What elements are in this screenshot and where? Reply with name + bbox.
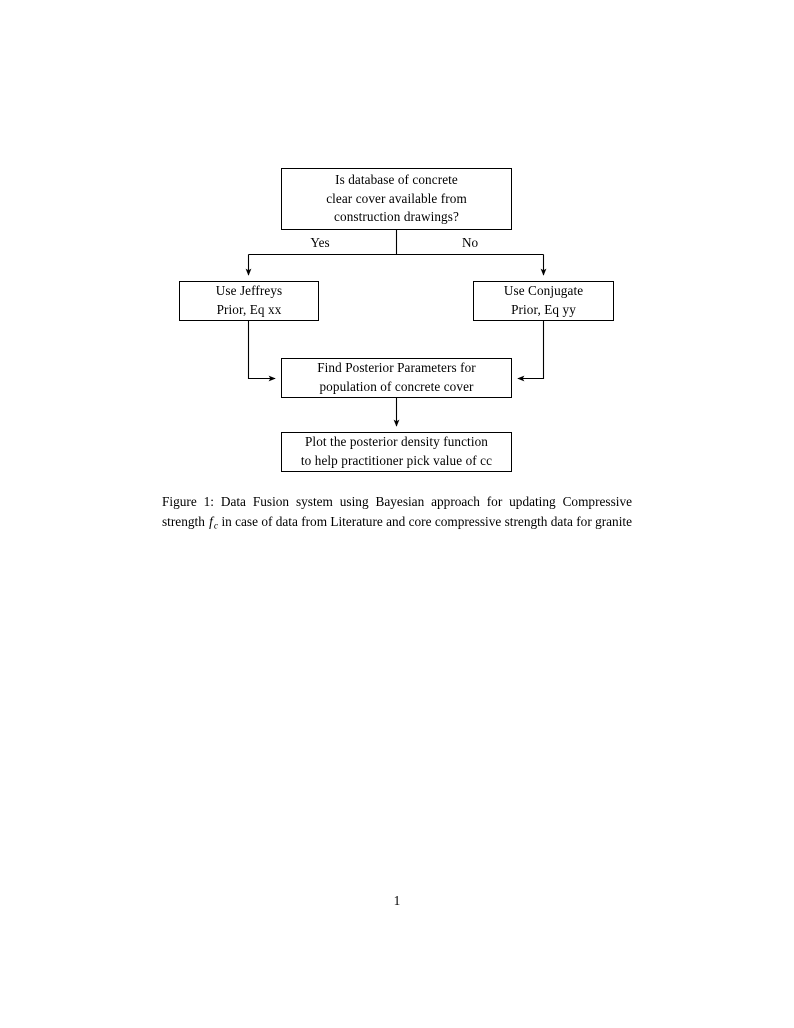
node-conjugate-line-1: Use Conjugate — [503, 283, 584, 299]
node-find-posterior-parameters[interactable]: Find Posterior Parameters for population… — [281, 358, 512, 398]
node-use-conjugate-prior[interactable]: Use Conjugate Prior, Eq yy — [473, 281, 614, 321]
figure-caption-label: Figure 1: — [162, 494, 214, 509]
node-posterior-line-2: population of concrete cover — [319, 379, 474, 394]
node-jeffreys-line-1: Use Jeffreys — [215, 283, 283, 299]
figure-1: Is database of concrete clear cover avai… — [0, 0, 794, 500]
flowchart-connectors — [245, 230, 547, 427]
node-use-jeffreys-prior[interactable]: Use Jeffreys Prior, Eq xx — [179, 281, 319, 321]
figure-caption-math-variable: f — [209, 514, 213, 530]
figure-caption-text-after: in case of data from Literature and core… — [221, 514, 633, 530]
node-plot-line-2: to help practitioner pick value of cc — [300, 453, 493, 468]
figure-caption-text-before: Data Fusion system using Bayesian approa… — [162, 494, 632, 530]
node-plot-posterior-density[interactable]: Plot the posterior density function to h… — [281, 432, 512, 472]
node-decision-line-2: clear cover available from — [326, 190, 467, 206]
edge-jeffreys-merge — [247, 321, 276, 382]
edge-conjugate-merge — [517, 321, 545, 382]
page-number: 1 — [393, 893, 401, 908]
edge-label-yes: Yes — [310, 235, 330, 250]
node-plot-line-1: Plot the posterior density function — [305, 434, 488, 450]
node-conjugate-line-2: Prior, Eq yy — [511, 302, 576, 317]
edge-label-no: No — [461, 235, 479, 250]
node-decision-line-3: construction drawings? — [334, 209, 459, 225]
figure-caption: Figure 1: Data Fusion system using Bayes… — [162, 492, 632, 534]
figure-caption-math-subscript: c — [213, 520, 219, 532]
node-decision-line-1: Is database of concrete — [335, 171, 458, 187]
node-jeffreys-line-2: Prior, Eq xx — [216, 302, 282, 317]
node-decision-database-available[interactable]: Is database of concrete clear cover avai… — [281, 168, 512, 230]
node-posterior-line-1: Find Posterior Parameters for — [317, 360, 476, 376]
